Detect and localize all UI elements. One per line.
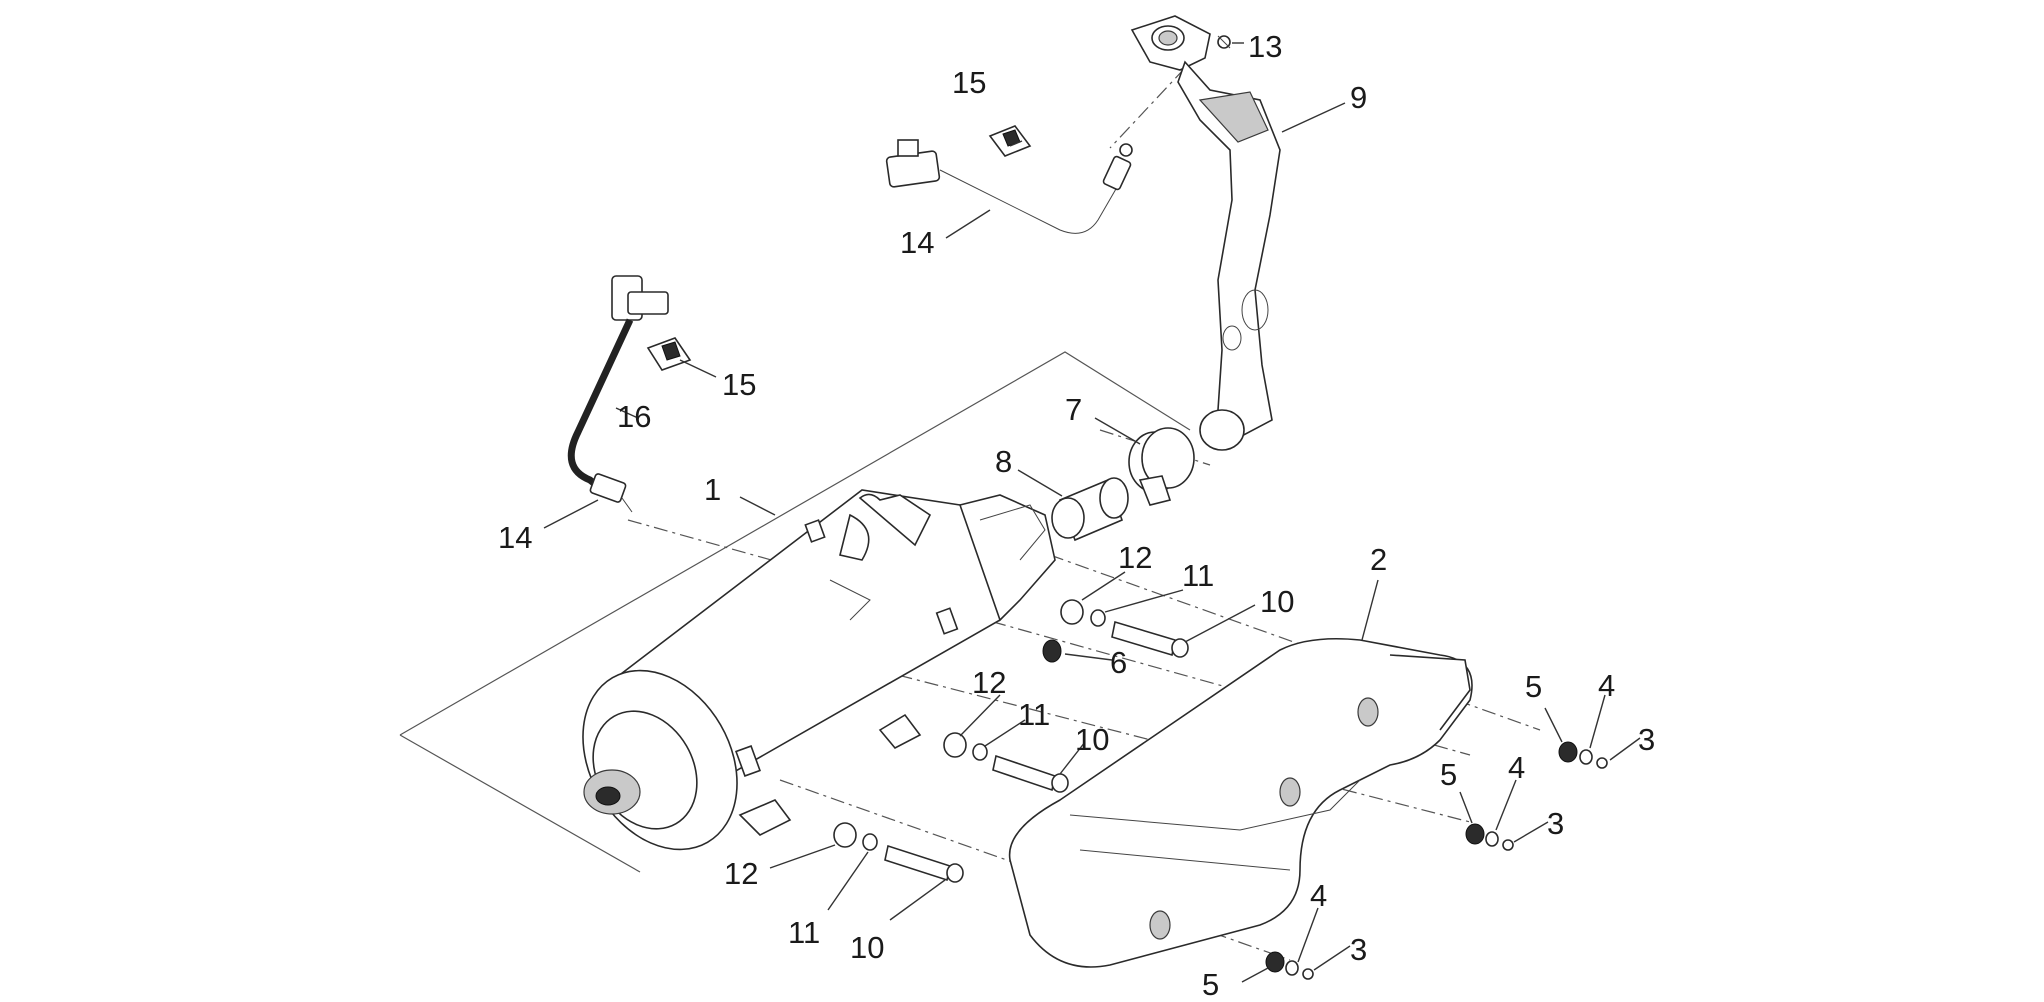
- callout-11: 11: [788, 915, 820, 950]
- callout-7: 7: [1065, 392, 1082, 427]
- pipe-sleeve: [1051, 477, 1129, 542]
- callout-4: 4: [1598, 668, 1615, 703]
- callout-12: 12: [1118, 540, 1152, 575]
- callout-5: 5: [1202, 967, 1219, 1002]
- exhaust-header-pipe: [1130, 15, 1281, 451]
- callouts: 1 2 3 3 3 4 4 4 5 5 5 6 7 8 9 10 10 10 1…: [498, 29, 1655, 1002]
- callout-12: 12: [724, 856, 758, 891]
- callout-10: 10: [1075, 722, 1109, 757]
- callout-6: 6: [1110, 645, 1127, 680]
- callout-4: 4: [1310, 878, 1327, 913]
- fasteners: [833, 599, 1608, 980]
- harness-clip-upper: [988, 125, 1032, 157]
- callout-10: 10: [1260, 584, 1294, 619]
- assembly-frame: [399, 351, 1191, 873]
- callout-15: 15: [952, 65, 986, 100]
- callout-11: 11: [1182, 558, 1214, 593]
- callout-13: 13: [1248, 29, 1282, 64]
- callout-5: 5: [1440, 757, 1457, 792]
- callout-14: 14: [498, 520, 532, 555]
- callout-1: 1: [704, 472, 721, 507]
- callout-16: 16: [617, 399, 651, 434]
- callout-15: 15: [722, 367, 756, 402]
- callout-2: 2: [1370, 542, 1387, 577]
- pipe-clamp: [1128, 427, 1195, 506]
- lambda-sensor-lower: [567, 275, 669, 513]
- flange-stud: [1217, 35, 1231, 49]
- leader-lines: [543, 42, 1641, 983]
- callout-5: 5: [1525, 669, 1542, 704]
- callout-8: 8: [995, 444, 1012, 479]
- callout-11: 11: [1018, 697, 1050, 732]
- harness-clip-lower: [646, 337, 692, 371]
- callout-3: 3: [1638, 722, 1655, 757]
- lambda-sensor-upper: [885, 139, 1133, 234]
- callout-9: 9: [1350, 80, 1367, 115]
- callout-12: 12: [972, 665, 1006, 700]
- heat-shield: [1008, 638, 1473, 968]
- callout-10: 10: [850, 930, 884, 965]
- callout-3: 3: [1547, 806, 1564, 841]
- callout-4: 4: [1508, 750, 1525, 785]
- silencer: [582, 489, 1056, 851]
- callout-3: 3: [1350, 932, 1367, 967]
- callout-14: 14: [900, 225, 934, 260]
